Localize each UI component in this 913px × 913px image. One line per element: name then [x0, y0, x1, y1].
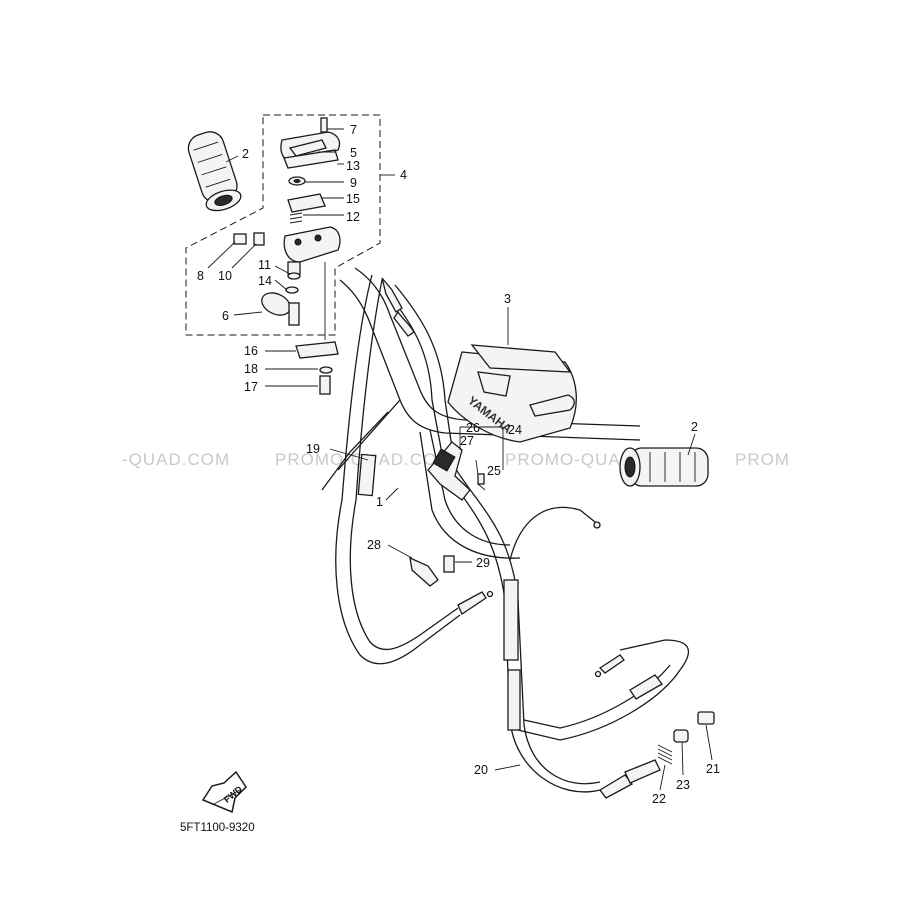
part-code: 5FT1100-9320	[180, 822, 255, 834]
watermark-right: PROM	[735, 450, 790, 469]
bracket-28	[409, 556, 439, 587]
callout-9: 9	[350, 176, 357, 190]
spring-12	[289, 212, 303, 224]
nut-21	[697, 711, 715, 725]
callout-27: 27	[460, 434, 474, 448]
callout-24: 24	[508, 423, 522, 437]
callout-26: 26	[466, 421, 480, 435]
callout-6: 6	[222, 309, 229, 323]
switch-assembly-boundary	[185, 114, 381, 336]
callout-23: 23	[676, 778, 690, 792]
callout-15: 15	[346, 192, 360, 206]
throttle-lever-6	[261, 292, 300, 326]
callout-14: 14	[258, 274, 272, 288]
callout-17: 17	[244, 380, 258, 394]
callout-18: 18	[244, 362, 258, 376]
screw-8	[233, 233, 247, 245]
handlebar-cover: YAMAHA	[447, 344, 577, 443]
callout-labels: 1 2 2 3 4 5 6 7 8 9 10 11 12 13 14 15 16…	[197, 123, 720, 806]
washer-9	[288, 176, 306, 186]
callout-7: 7	[350, 123, 357, 137]
cable-20	[381, 277, 690, 799]
callout-11: 11	[258, 258, 271, 272]
callout-29: 29	[476, 556, 490, 570]
callout-28: 28	[367, 538, 381, 552]
callout-4: 4	[400, 168, 407, 182]
callout-22: 22	[652, 792, 666, 806]
bracket-15	[287, 193, 326, 213]
callout-21: 21	[706, 762, 720, 776]
washer-18	[319, 366, 333, 374]
bolt-17	[319, 375, 331, 395]
callout-20: 20	[474, 763, 488, 777]
right-grip	[619, 447, 709, 487]
washer-11	[287, 272, 301, 280]
lever-holder-24	[427, 441, 471, 501]
cable-19	[335, 274, 494, 665]
left-grip	[187, 131, 242, 212]
switch-cover-5	[280, 117, 341, 169]
leader-lines	[207, 128, 713, 791]
adjuster-23	[673, 729, 689, 743]
clamp-16	[295, 341, 339, 359]
callout-19: 19	[306, 442, 320, 456]
washer-14	[285, 286, 299, 294]
callout-1: 1	[376, 495, 383, 509]
callout-8: 8	[197, 269, 204, 283]
bolt-29	[443, 555, 455, 573]
callout-2-right: 2	[691, 420, 698, 434]
watermark-left: -QUAD.COM	[122, 450, 230, 469]
callout-2-left: 2	[242, 147, 249, 161]
callout-5: 5	[350, 146, 357, 160]
callout-16: 16	[244, 344, 258, 358]
switch-body	[283, 226, 341, 275]
callout-10: 10	[218, 269, 232, 283]
spring-22	[657, 744, 673, 765]
callout-13: 13	[346, 159, 360, 173]
nut-10	[253, 232, 265, 246]
callout-12: 12	[346, 210, 360, 224]
screw-27	[477, 473, 485, 485]
callout-25: 25	[487, 464, 501, 478]
callout-3: 3	[504, 292, 511, 306]
fwd-arrow-icon: FWD	[201, 770, 247, 814]
